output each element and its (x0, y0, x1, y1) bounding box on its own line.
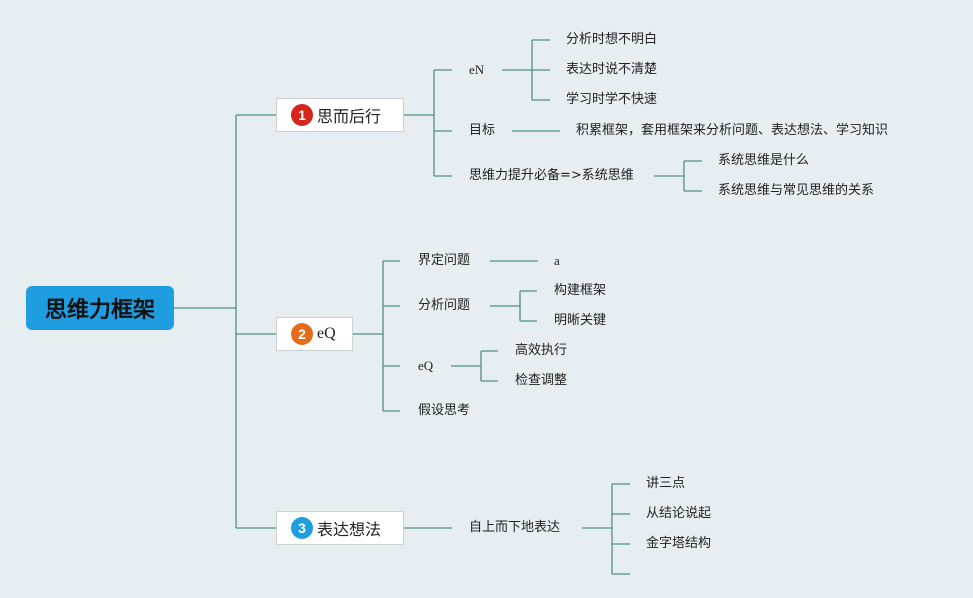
topic-en[interactable]: eN (469, 62, 485, 77)
subtopic[interactable]: 金字塔结构 (646, 536, 712, 551)
subtopic[interactable]: 高效执行 (515, 343, 568, 358)
branch-label: 思而后行 (317, 107, 382, 126)
topic-goal[interactable]: 目标 (469, 123, 496, 138)
topic-define-problem[interactable]: 界定问题 (418, 253, 471, 268)
subtopic[interactable]: 学习时学不快速 (566, 92, 658, 107)
number-badge-2: 2 (291, 323, 313, 345)
subtopic[interactable]: 构建框架 (554, 283, 607, 298)
subtopic[interactable]: 表达时说不清楚 (566, 62, 658, 77)
subtopic[interactable]: 检查调整 (515, 373, 568, 388)
subtopic[interactable]: a (554, 253, 560, 268)
branch-label: eQ (317, 325, 336, 342)
subtopic[interactable]: 系统思维是什么 (718, 153, 810, 168)
branch-express-ideas[interactable]: 3 表达想法 (276, 511, 404, 545)
branch-eq[interactable]: 2 eQ (276, 317, 353, 351)
subtopic[interactable]: 积累框架，套用框架来分析问题、表达想法、学习知识 (576, 123, 889, 138)
topic-analyze-problem[interactable]: 分析问题 (418, 298, 471, 313)
subtopic[interactable]: 分析时想不明白 (566, 32, 658, 47)
topic-top-down[interactable]: 自上而下地表达 (469, 520, 561, 535)
number-badge-3: 3 (291, 517, 313, 539)
topic-eq[interactable]: eQ (418, 358, 434, 373)
branch-label: 表达想法 (317, 520, 382, 539)
number-badge-1: 1 (291, 104, 313, 126)
topic-system-thinking[interactable]: 思维力提升必备=>系统思维 (469, 168, 634, 183)
subtopic[interactable]: 从结论说起 (646, 506, 712, 521)
branch-think-before-act[interactable]: 1 思而后行 (276, 98, 404, 132)
subtopic[interactable]: 明晰关键 (554, 313, 607, 328)
subtopic[interactable]: 讲三点 (646, 476, 686, 491)
subtopic[interactable]: 系统思维与常见思维的关系 (718, 183, 875, 198)
topic-hypothesis[interactable]: 假设思考 (418, 403, 471, 418)
root-topic[interactable]: 思维力框架 (26, 286, 174, 330)
